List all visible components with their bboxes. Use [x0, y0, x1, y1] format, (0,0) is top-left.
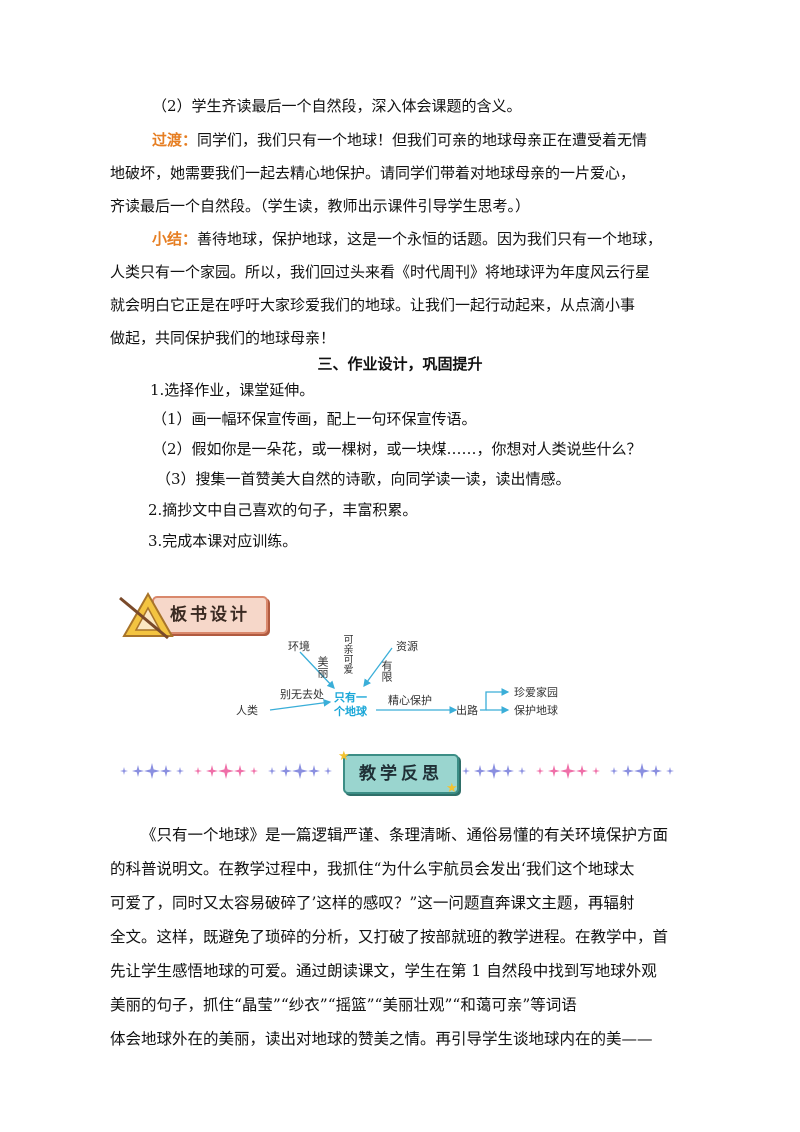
triangle-ruler-icon: [119, 591, 174, 640]
sparkle-icon: [634, 763, 650, 779]
diagram-protect: 精心保护: [388, 694, 432, 707]
diagram-resource: 资源: [396, 640, 418, 653]
summary-line-1: 小结：善待地球，保护地球，这是一个永恒的话题。因为我们只有一个地球，: [152, 229, 752, 249]
reflection-line: 美丽的句子，抓住“晶莹”“纱衣”“摇篮”“美丽壮观”“和蔼可亲”等词语: [110, 996, 577, 1014]
sparkle-icon: [308, 765, 320, 777]
sparkle-icon: [622, 765, 634, 777]
reflection-line: 体会地球外在的美丽，读出对地球的赞美之情。再引导学生谈地球内在的美——: [110, 1030, 653, 1048]
sparkle-icon: [324, 767, 332, 775]
diagram-center-line-2: 个地球: [334, 705, 367, 718]
sparkle-icon: [160, 765, 172, 777]
sparkle-icon: [474, 765, 486, 777]
reflection-line: 可爱了，同时又太容易破碎了’这样的感叹？”这一问题直奔课文主题，再辐射: [110, 894, 635, 912]
summary-label: 小结：: [152, 230, 198, 248]
sparkle-icon: [576, 765, 588, 777]
sparkle-icon: [292, 763, 308, 779]
sparkle-icon: [132, 765, 144, 777]
sparkle-icon: [144, 763, 160, 779]
sparkle-icon: [206, 765, 218, 777]
diagram-center-line-1: 只有一: [334, 691, 367, 704]
sparkles-right: [460, 763, 682, 779]
reflection-line: 先让学生感悟地球的可爱。通过朗读课文，学生在第 1 自然段中找到写地球外观: [110, 962, 657, 980]
homework-item-2: 2.摘抄文中自己喜欢的句子，丰富积累。: [148, 501, 418, 519]
step-text: （2）学生齐读最后一个自然段，深入体会课题的含义。: [152, 97, 522, 115]
sparkle-icon: [462, 767, 470, 775]
reflection-paragraph: 《只有一个地球》是一篇逻辑严谨、条理清晰、通俗易懂的有关环境保护方面的科普说明文…: [110, 818, 690, 1056]
reflection-badge: 教学反思: [343, 754, 459, 794]
board-diagram: 环境 美丽 可亲可爱 资源 有限 人类 别无去处 只有一 个地球 精心保护 出路…: [230, 630, 590, 730]
sparkle-icon: [610, 767, 618, 775]
star-icon: ★: [446, 781, 458, 796]
homework-item-1-1: （1）画一幅环保宣传画，配上一句环保宣传语。: [152, 410, 477, 428]
diagram-arrows: [269, 647, 510, 714]
board-design-badge: 板书设计: [118, 590, 268, 640]
sparkle-icon: [268, 767, 276, 775]
summary-line-2: 人类只有一个家园。所以，我们回过头来看《时代周刊》将地球评为年度风云行星: [110, 263, 651, 281]
sparkle-icon: [486, 763, 502, 779]
reflection-line: 的科普说明文。在教学过程中，我抓住“为什么宇航员会发出‘我们这个地球太: [110, 860, 635, 878]
diagram-human: 人类: [236, 704, 258, 717]
board-design-badge-label: 板书设计: [152, 596, 268, 634]
sparkle-icon: [218, 763, 234, 779]
homework-item-3: 3.完成本课对应训练。: [148, 532, 298, 550]
homework-item-1-2: （2）假如你是一朵花，或一棵树，或一块煤……，你想对人类说些什么？: [152, 440, 642, 458]
sparkle-icon: [120, 767, 128, 775]
diagram-way: 出路: [456, 704, 478, 717]
sparkle-icon: [280, 765, 292, 777]
diagram-beauty: 美丽: [316, 656, 329, 678]
sparkle-icon: [536, 767, 544, 775]
summary-line-3: 就会明白它正是在呼吁大家珍爱我们的地球。让我们一起行动起来，从点滴小事: [110, 296, 636, 314]
transition-line-1: 过渡：同学们，我们只有一个地球！但我们可亲的地球母亲正在遭受着无情: [152, 130, 752, 150]
sparkle-icon: [650, 765, 662, 777]
summary-text-1: 善待地球，保护地球，这是一个永恒的话题。因为我们只有一个地球，: [197, 230, 663, 248]
sparkle-icon: [560, 763, 576, 779]
homework-item-1: 1.选择作业，课堂延伸。: [150, 381, 315, 399]
reflection-line: 全文。这样，既避免了琐碎的分析，又打破了按部就班的教学进程。在教学中，首: [110, 928, 669, 946]
reflection-line: 《只有一个地球》是一篇逻辑严谨、条理清晰、通俗易懂的有关环境保护方面: [141, 826, 669, 844]
sparkles-left: [118, 763, 340, 779]
homework-heading: 三、作业设计，巩固提升: [317, 355, 483, 373]
sparkle-icon: [592, 767, 600, 775]
diagram-guard: 保护地球: [514, 704, 558, 717]
sparkle-icon: [194, 767, 202, 775]
transition-text-1: 同学们，我们只有一个地球！但我们可亲的地球母亲正在遭受着无情: [197, 131, 648, 149]
star-icon: ★: [338, 749, 350, 764]
sparkle-icon: [250, 767, 258, 775]
diagram-nowhere: 别无去处: [280, 688, 324, 701]
sparkle-icon: [176, 767, 184, 775]
transition-label: 过渡：: [152, 131, 198, 149]
sparkle-icon: [666, 767, 674, 775]
transition-line-2: 地破坏，她需要我们一起去精心地保护。请同学们带着对地球母亲的一片爱心，: [110, 164, 636, 182]
sparkle-icon: [518, 767, 526, 775]
homework-item-1-3: （3）搜集一首赞美大自然的诗歌，向同学读一读，读出情感。: [156, 470, 571, 488]
sparkle-icon: [548, 765, 560, 777]
transition-line-3: 齐读最后一个自然段。（学生读，教师出示课件引导学生思考。）: [110, 197, 531, 215]
diagram-cherish: 珍爱家园: [514, 686, 558, 699]
diagram-env: 环境: [288, 640, 310, 653]
sparkle-icon: [502, 765, 514, 777]
diagram-limited: 有限: [380, 660, 393, 682]
diagram-lovely: 可亲可爱: [341, 634, 352, 674]
sparkle-icon: [234, 765, 246, 777]
summary-line-4: 做起，共同保护我们的地球母亲！: [110, 329, 336, 347]
